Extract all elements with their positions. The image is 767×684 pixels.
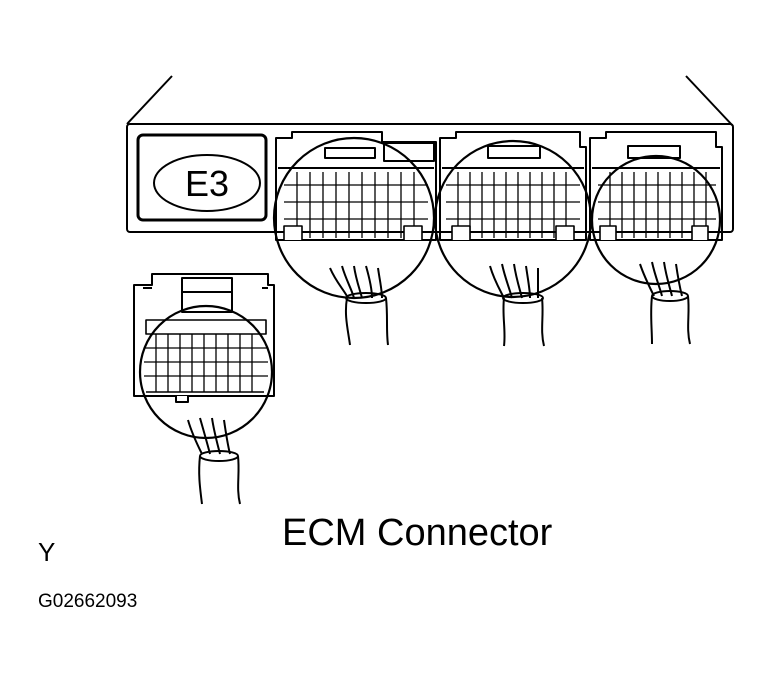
harness-connector bbox=[133, 273, 275, 440]
diagram-title: ECM Connector bbox=[282, 512, 553, 554]
wire-harness-1 bbox=[329, 265, 389, 346]
wire-harness-4 bbox=[187, 417, 241, 505]
wire-harness-2 bbox=[489, 263, 545, 347]
figure-id-label: G02662093 bbox=[38, 591, 138, 612]
ecm-connector-3 bbox=[589, 131, 723, 286]
ecm-housing bbox=[126, 75, 734, 233]
ecm-connector-2 bbox=[433, 131, 593, 299]
wire-harness-3 bbox=[639, 261, 691, 345]
ecm-code-label: E3 bbox=[185, 163, 229, 204]
view-code-label: Y bbox=[38, 537, 56, 567]
